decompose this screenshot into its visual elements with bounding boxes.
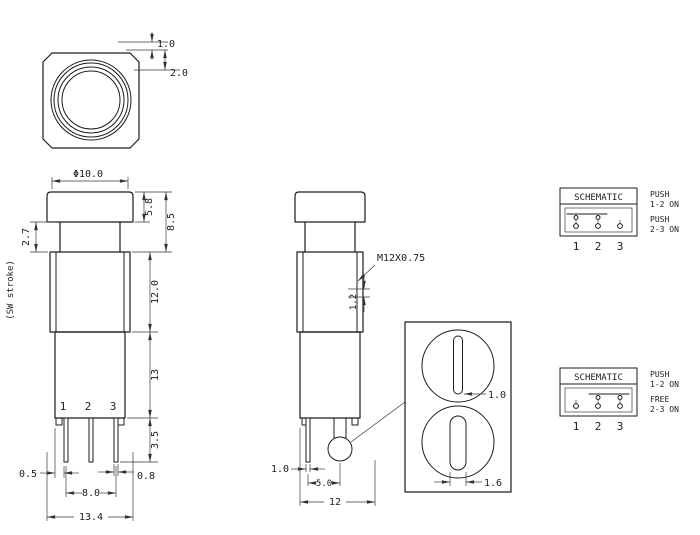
dim-label-top-1-0: 1.0 <box>157 39 175 50</box>
dim-label-boss-offset: 5.0 <box>316 479 332 489</box>
schematic-bottom-pin-1: 1 <box>573 420 580 433</box>
schematic-bottom-note-1-line-2: 1-2 ON <box>650 380 679 389</box>
thread-label: M12X0.75 <box>377 253 425 264</box>
pin-label-3: 3 <box>110 400 117 413</box>
dim-label-stroke: 2.7 <box>21 228 32 246</box>
pin-label-1: 1 <box>60 400 67 413</box>
schematic-top-pin-1: 1 <box>573 240 580 253</box>
detail-view-dimensions: 1.0 1.6 <box>434 390 506 489</box>
schematic-top-note-2-line-2: 2-3 ON <box>650 225 679 234</box>
schematic-bottom-title: SCHEMATIC <box>574 373 623 383</box>
dim-label-cap-diameter: Φ10.0 <box>73 169 103 180</box>
dim-label-pin-pitch: 8.0 <box>82 488 100 499</box>
dim-label-side-pin-width: 1.0 <box>271 464 289 475</box>
stroke-note: (SW stroke) <box>6 260 16 320</box>
top-view-dimensions: 1.0 2.0 <box>118 32 188 79</box>
dim-label-slot-top: 1.0 <box>488 390 506 401</box>
schematic-bottom-pin-2: 2 <box>595 420 602 433</box>
side-view-outline <box>294 191 366 463</box>
schematic-top: SCHEMATIC 1 2 3 PUSH 1-2 ON PUSH 2-3 ON <box>559 187 679 253</box>
schematic-bottom-note-2-line-2: 2-3 ON <box>650 405 679 414</box>
dim-label-pin-offset: 0.5 <box>19 469 37 480</box>
schematic-bottom: SCHEMATIC 1 2 3 PUSH 1-2 ON FREE 2-3 ON <box>559 367 679 433</box>
dim-label-pin-length: 3.5 <box>150 431 161 449</box>
schematic-top-pin-2: 2 <box>595 240 602 253</box>
schematic-top-pin-3: 3 <box>617 240 624 253</box>
schematic-top-note-2-line-1: PUSH <box>650 215 669 224</box>
pin-label-2: 2 <box>85 400 92 413</box>
schematic-top-note-1-line-2: 1-2 ON <box>650 200 679 209</box>
dim-label-pin-width: 0.8 <box>137 471 155 482</box>
front-view-dimensions: Φ10.0 5.8 8.5 12.0 13 3.5 0.8 2.7 (SW st… <box>6 169 177 523</box>
schematic-bottom-note-1-line-1: PUSH <box>650 370 669 379</box>
side-view-dimensions: M12X0.75 1.2 1.0 5.0 12 <box>271 253 425 508</box>
dim-label-top-2-0: 2.0 <box>170 68 188 79</box>
schematic-top-note-1-line-1: PUSH <box>650 190 669 199</box>
dim-label-body-height: 12.0 <box>150 280 161 304</box>
dim-label-depth: 12 <box>329 497 341 508</box>
dim-label-cap-height: 5.8 <box>144 198 155 216</box>
dim-label-groove: 1.2 <box>349 294 359 310</box>
front-view-outline <box>46 191 134 463</box>
detail-view-outline <box>404 321 512 493</box>
dim-label-lower-height: 13 <box>150 369 161 381</box>
dim-label-total-width: 13.4 <box>79 512 103 523</box>
front-view-pin-labels: 1 2 3 <box>60 400 117 413</box>
dim-label-cap-total: 8.5 <box>166 213 177 231</box>
schematic-bottom-note-2-line-1: FREE <box>650 395 669 404</box>
schematic-bottom-pin-3: 3 <box>617 420 624 433</box>
schematic-top-title: SCHEMATIC <box>574 193 623 203</box>
top-view-outline <box>42 52 140 149</box>
dim-label-slot-bottom: 1.6 <box>484 478 502 489</box>
